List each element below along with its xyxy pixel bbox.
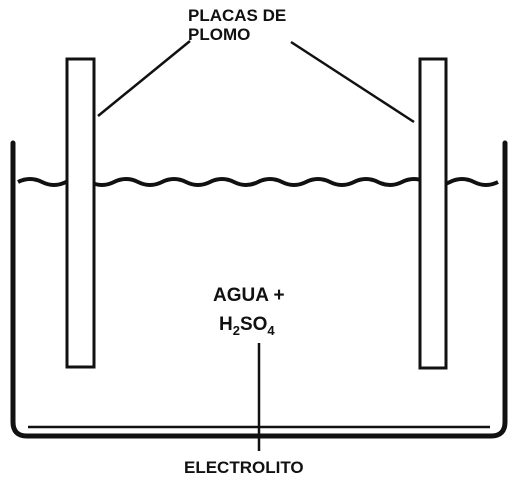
formula-so: SO bbox=[240, 314, 267, 335]
formula-h-subscript: 2 bbox=[233, 323, 240, 338]
right-lead-plate bbox=[418, 57, 448, 370]
left-lead-plate bbox=[65, 57, 96, 369]
plates-label-line1: PLACAS DE bbox=[188, 6, 286, 25]
leader-line-left-plate bbox=[97, 40, 191, 117]
plates-label-line2: PLOMO bbox=[188, 25, 250, 44]
formula-o-subscript: 4 bbox=[267, 323, 275, 338]
formula-h: H bbox=[219, 314, 233, 335]
electrolyte-caption: ELECTROLITO bbox=[184, 458, 304, 477]
leader-line-right-plate bbox=[290, 40, 415, 124]
electrolyte-label-line1: AGUA + bbox=[213, 285, 285, 306]
electrolyte-formula: H2SO4 bbox=[219, 314, 275, 338]
